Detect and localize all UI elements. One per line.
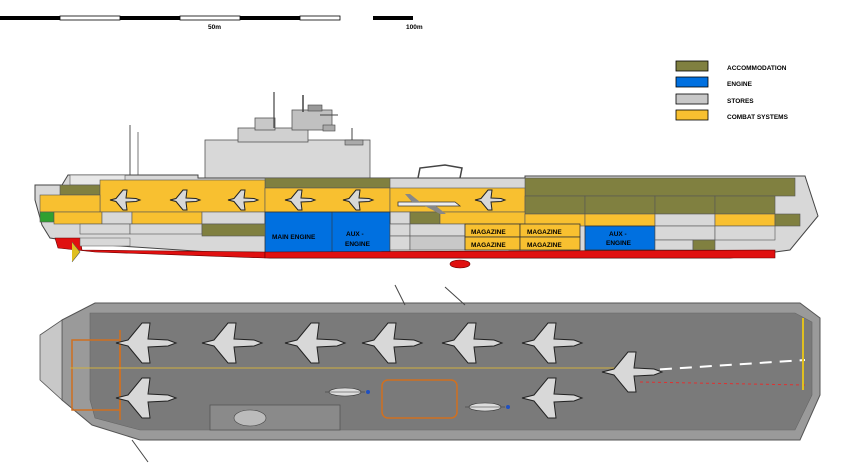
island-topview	[209, 404, 341, 431]
keel	[264, 249, 776, 259]
legend-swatch-accommodation	[675, 60, 709, 72]
legend-swatch-combat-systems	[675, 109, 709, 121]
bow-thruster	[449, 259, 471, 269]
legend-swatch-engine	[675, 76, 709, 88]
deck-aircraft	[115, 322, 664, 419]
aux-engine-aft-label-1: AUX -	[346, 231, 364, 238]
parked-jet	[361, 322, 424, 364]
parked-jet	[284, 322, 347, 364]
aux-engine-fwd-label-1: AUX -	[609, 231, 627, 238]
legend-label-accommodation: ACCOMMODATION	[727, 65, 787, 72]
helicopter-2	[465, 402, 510, 412]
hangar-jet	[227, 189, 260, 211]
magazine-4-label: MAGAZINE	[527, 242, 562, 249]
hangar-aircraft	[109, 189, 507, 211]
scale-label-100: 100m	[406, 24, 423, 31]
accommodation-forward	[524, 177, 796, 197]
accommodation-mid	[264, 177, 391, 189]
stern	[39, 319, 63, 401]
flight-deck-surface	[89, 312, 813, 431]
legend-label-combat-systems: COMBAT SYSTEMS	[727, 114, 789, 121]
green-compartment	[39, 211, 55, 223]
legend: ACCOMMODATION ENGINE STORES COMBAT SYSTE…	[675, 60, 789, 121]
main-engine-label: MAIN ENGINE	[272, 234, 316, 241]
parked-jet	[601, 351, 664, 393]
crane	[417, 164, 463, 179]
hangar-transport-jet	[397, 194, 462, 214]
scale-bar: 50m 100m	[0, 15, 423, 31]
legend-swatch-stores	[675, 93, 709, 105]
magazine-4	[519, 236, 581, 251]
propeller	[71, 241, 81, 263]
parked-jet	[521, 377, 584, 419]
scale-label-50: 50m	[208, 24, 221, 31]
parked-jet	[115, 377, 178, 419]
magazine-2-label: MAGAZINE	[527, 229, 562, 236]
hangar-jet	[169, 189, 202, 211]
magazine-3-label: MAGAZINE	[471, 242, 506, 249]
parked-jet	[201, 322, 264, 364]
parked-jet	[441, 322, 504, 364]
magazine-1-label: MAGAZINE	[471, 229, 506, 236]
island	[129, 92, 371, 179]
helicopter-1	[325, 387, 370, 397]
aux-engine-fwd-label-2: ENGINE	[606, 240, 632, 247]
parked-jet	[115, 322, 178, 364]
hangar-jet	[109, 189, 142, 211]
hangar-jet	[474, 189, 507, 211]
legend-label-stores: STORES	[727, 98, 754, 105]
hangar-jet	[342, 189, 375, 211]
hangar-jet	[284, 189, 317, 211]
side-profile: MAIN ENGINE AUX - ENGINE MAGAZINE MAGAZI…	[34, 92, 819, 269]
legend-label-engine: ENGINE	[727, 81, 753, 88]
aux-engine-aft-label-2: ENGINE	[345, 241, 371, 248]
mid-elevator	[381, 379, 458, 419]
parked-jet	[521, 322, 584, 364]
aux-engine-forward	[584, 225, 656, 251]
main-engine-room	[264, 211, 391, 255]
deck-plan	[39, 284, 821, 463]
